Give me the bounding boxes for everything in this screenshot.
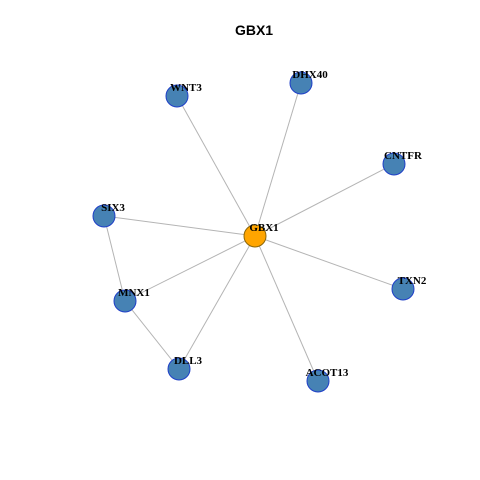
node-wnt3: WNT3 — [165, 82, 202, 108]
edge-gbx1-acot13 — [254, 235, 319, 382]
node-acot13: ACOT13 — [306, 367, 349, 393]
node-label: TXN2 — [398, 275, 427, 287]
node-circle — [92, 204, 116, 228]
edge-gbx1-mnx1 — [124, 235, 256, 302]
node-circle — [289, 71, 313, 95]
edge-gbx1-dll3 — [178, 235, 256, 370]
node-mnx1: MNX1 — [113, 287, 150, 313]
node-label: SIX3 — [101, 202, 125, 214]
node-label: ACOT13 — [306, 367, 349, 379]
edge-gbx1-txn2 — [254, 235, 404, 290]
edge-gbx1-cntfr — [254, 163, 395, 237]
node-circle — [391, 277, 415, 301]
node-label: WNT3 — [170, 82, 202, 94]
node-six3: SIX3 — [92, 202, 125, 228]
node-circle — [306, 369, 330, 393]
edge-gbx1-wnt3 — [176, 95, 256, 237]
node-circle — [165, 84, 189, 108]
edge-gbx1-dhx40 — [254, 82, 302, 237]
node-gbx1: GBX1 — [243, 222, 279, 248]
node-cntfr: CNTFR — [382, 150, 423, 176]
edge-six3-mnx1 — [103, 215, 126, 302]
node-txn2: TXN2 — [391, 275, 427, 301]
node-dhx40: DHX40 — [289, 69, 328, 95]
node-circle — [243, 224, 267, 248]
node-label: DHX40 — [292, 69, 328, 81]
edge-gbx1-six3 — [103, 215, 256, 237]
node-circle — [167, 357, 191, 381]
node-dll3: DLL3 — [167, 355, 203, 381]
node-circle — [382, 152, 406, 176]
graph-title: GBX1 — [235, 22, 273, 38]
node-label: MNX1 — [118, 287, 150, 299]
node-label: CNTFR — [384, 150, 423, 162]
node-label: DLL3 — [174, 355, 203, 367]
node-label: GBX1 — [249, 222, 278, 234]
edges-layer — [103, 82, 404, 382]
edge-mnx1-dll3 — [124, 300, 180, 370]
node-circle — [113, 289, 137, 313]
